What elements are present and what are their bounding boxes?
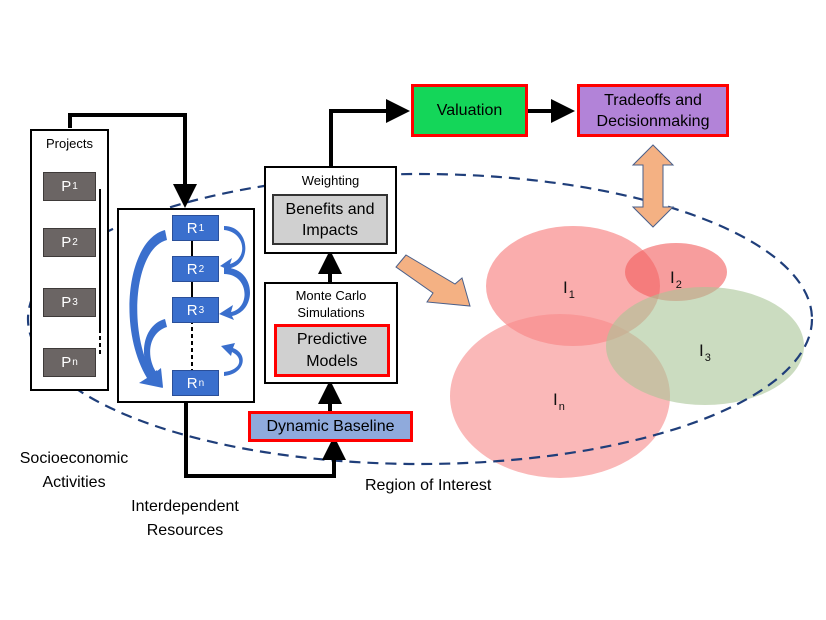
region-of-interest-outline bbox=[26, 172, 814, 466]
projects-chain-line bbox=[99, 189, 101, 357]
impact-label-n: In bbox=[553, 390, 565, 413]
impact-label-1: I1 bbox=[563, 278, 575, 301]
weighting-to-valuation-connector bbox=[329, 99, 410, 167]
weighting-title: Weighting bbox=[301, 173, 360, 188]
impact-label-2: I2 bbox=[670, 268, 682, 291]
benefits-impacts-box[interactable]: Benefits and Impacts bbox=[272, 194, 388, 245]
valuation-box[interactable]: Valuation bbox=[411, 84, 528, 137]
arrow-r3-to-rn bbox=[143, 319, 167, 387]
projects-title: Projects bbox=[46, 136, 93, 151]
impact-ellipse-1 bbox=[486, 226, 660, 346]
arrow-r2-to-r3 bbox=[219, 267, 250, 320]
impact-ellipse-3 bbox=[606, 287, 804, 405]
weighting-box[interactable]: Weighting Benefits and Impacts bbox=[264, 166, 397, 254]
orange-diagonal-arrow bbox=[395, 254, 471, 307]
monte-carlo-box[interactable]: Monte Carlo Simulations Predictive Model… bbox=[264, 282, 398, 384]
arrow-rn-loop bbox=[221, 343, 243, 376]
resources-to-baseline-connector bbox=[184, 402, 346, 478]
monte-carlo-title: Monte Carlo Simulations bbox=[295, 288, 367, 320]
dynamic-baseline-box[interactable]: Dynamic Baseline bbox=[248, 411, 413, 442]
interdependent-resources-label: Interdependent Resources bbox=[131, 498, 239, 539]
resources-interactions bbox=[129, 226, 250, 388]
orange-double-arrow bbox=[631, 144, 675, 228]
arrow-r1-to-r2 bbox=[220, 226, 246, 272]
region-of-interest-label: Region of Interest bbox=[365, 477, 492, 494]
impact-label-3: I3 bbox=[699, 341, 711, 364]
projects-to-resources-connector bbox=[68, 113, 197, 208]
tradeoffs-box[interactable]: Tradeoffs and Decisionmaking bbox=[577, 84, 729, 137]
predictive-models-box[interactable]: Predictive Models bbox=[274, 324, 390, 377]
arrow-r1-to-rn bbox=[129, 230, 167, 388]
socioeconomic-activities-label: Socioeconomic Activities bbox=[19, 450, 129, 491]
impact-ellipse-2 bbox=[625, 243, 727, 301]
